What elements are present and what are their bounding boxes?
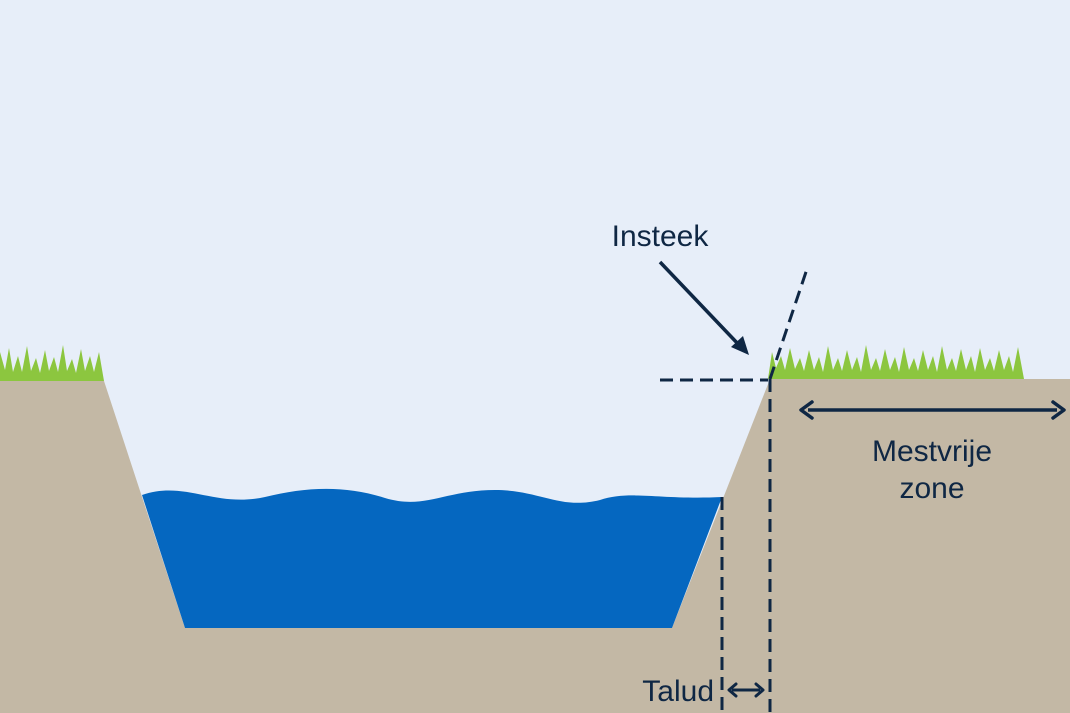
talud-arrow-left-head — [727, 682, 738, 698]
talud-label: Talud — [642, 675, 714, 708]
grass-left — [0, 345, 104, 381]
mestvrije-zone-label-line1: Mestvrije — [872, 435, 992, 468]
insteek-label: Insteek — [612, 220, 710, 253]
talud-arrow-right-head — [754, 682, 765, 698]
water — [142, 488, 722, 628]
insteek-pointer-arrow — [658, 260, 742, 348]
mestvrije-zone-arrow-right-head — [1051, 400, 1066, 420]
soil-profile — [0, 379, 1070, 713]
mestvrije-zone-arrow-left-head — [799, 400, 814, 420]
mestvrije-zone-label-line2: zone — [899, 472, 964, 505]
insteek-pointer-arrow-head — [731, 336, 749, 355]
grass-right — [768, 345, 1024, 379]
